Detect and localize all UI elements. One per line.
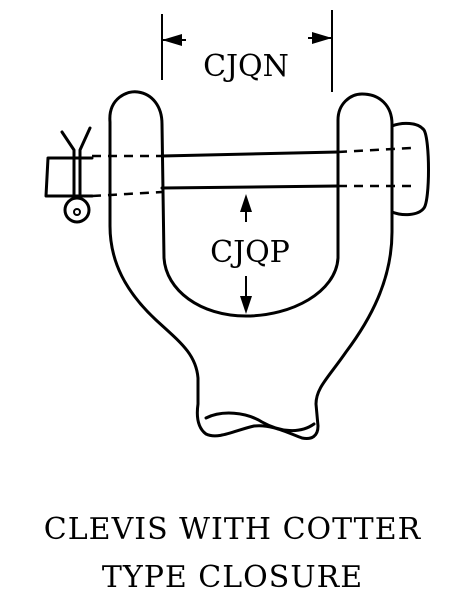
cotter-ring-hole xyxy=(73,208,81,216)
depth-arrow-bottom xyxy=(240,296,252,314)
cotter-key xyxy=(60,126,92,198)
width-arrow-left xyxy=(162,34,182,46)
pin-hidden-left-bottom xyxy=(91,190,163,198)
clevis-body-outline xyxy=(108,90,394,440)
caption-line-2: TYPE CLOSURE xyxy=(101,560,364,595)
depth-arrow-top xyxy=(240,194,252,212)
pin-hidden-right-top xyxy=(337,146,413,154)
width-dimension-label: CJQN xyxy=(203,49,289,84)
pin-end-left xyxy=(44,156,94,198)
width-arrow-right xyxy=(312,32,332,44)
pin-bottom-edge xyxy=(160,184,340,190)
cotter-ring xyxy=(63,196,91,224)
pin-top-edge xyxy=(160,150,340,158)
neck-twist-line xyxy=(204,411,316,432)
pin-head xyxy=(390,121,430,217)
caption-line-1: CLEVIS WITH COTTER xyxy=(43,512,422,547)
depth-dimension-label: CJQP xyxy=(210,235,290,270)
